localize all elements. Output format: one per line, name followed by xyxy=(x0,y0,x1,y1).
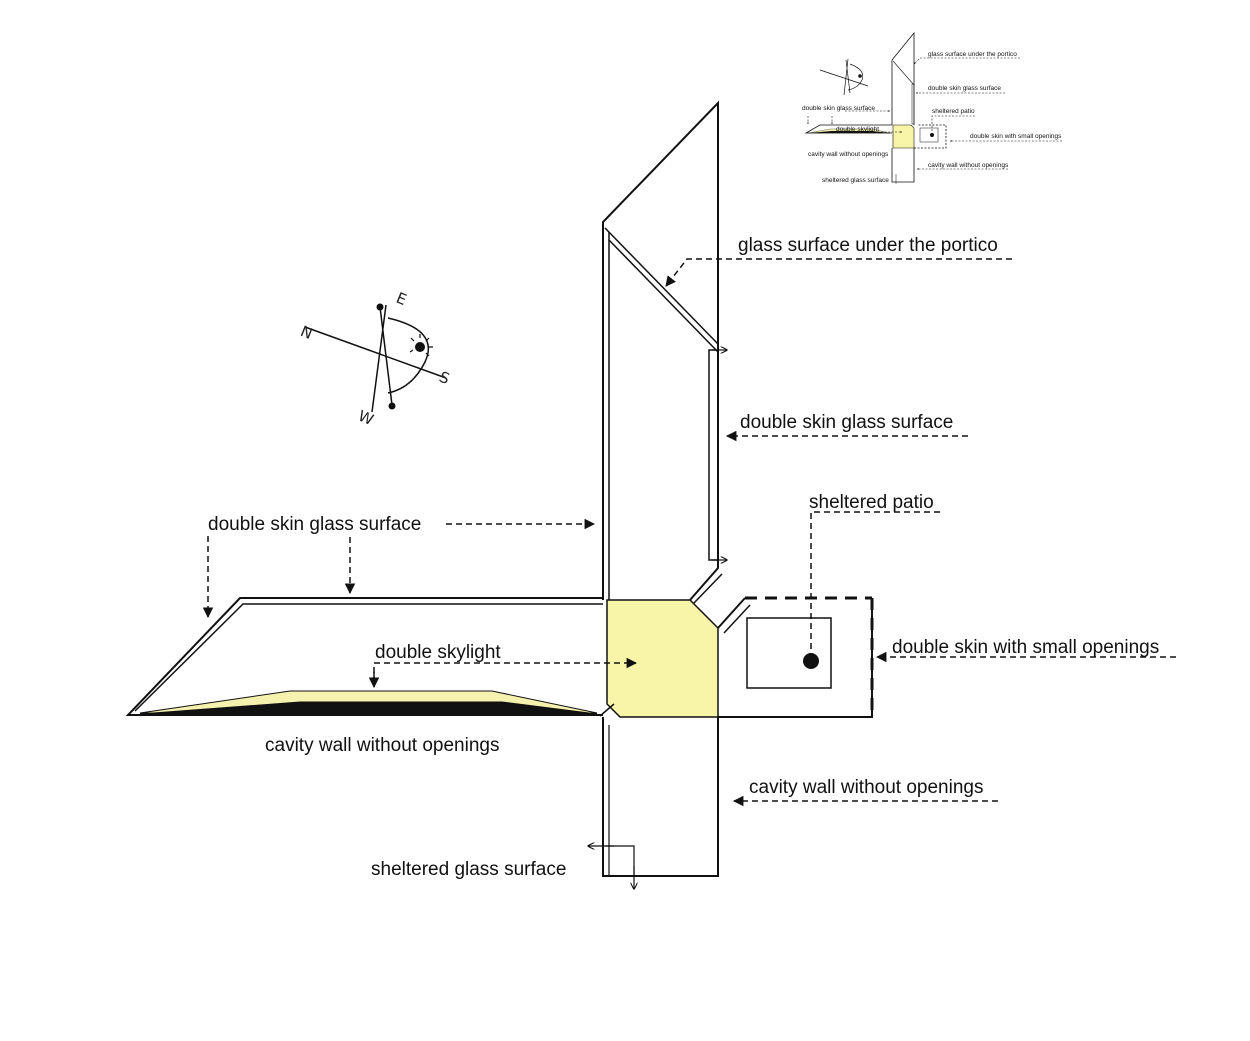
thumb-label-cavity-wall-right: cavity wall without openings xyxy=(928,162,1009,169)
compass-south: S xyxy=(437,368,453,388)
label-double-skin-left: double skin glass surface xyxy=(208,514,421,535)
label-glass-portico: glass surface under the portico xyxy=(738,235,998,256)
label-double-skin-right: double skin glass surface xyxy=(740,412,953,433)
east-wing-dashed xyxy=(745,596,874,717)
north-wing-corner-skin xyxy=(693,573,723,604)
label-double-skylight: double skylight xyxy=(375,642,501,663)
leader-double-skylight xyxy=(373,657,638,683)
west-wing-inner-skin xyxy=(134,603,603,712)
thumb-label-small-openings: double skin with small openings xyxy=(970,133,1062,140)
label-cavity-wall-right: cavity wall without openings xyxy=(749,777,983,798)
label-cavity-wall-left: cavity wall without openings xyxy=(265,735,499,756)
thumb-label-sheltered-patio: sheltered patio xyxy=(932,108,975,115)
sun-icon xyxy=(415,342,425,352)
east-wing-solid xyxy=(717,597,873,718)
portico-glass xyxy=(604,227,719,353)
south-wing xyxy=(602,717,719,877)
thumb-label-double-skin-right: double skin glass surface xyxy=(928,85,1001,92)
label-sheltered-patio: sheltered patio xyxy=(809,492,934,513)
central-hub xyxy=(606,599,719,718)
leader-glass-portico xyxy=(665,258,1012,287)
compass-west: W xyxy=(356,407,377,429)
compass-rose: N E S W xyxy=(298,289,452,429)
thumb-label-double-skin-left: double skin glass surface xyxy=(802,105,875,112)
thumb-label-sheltered-glass: sheltered glass surface xyxy=(822,177,889,184)
thumb-label-double-skylight: double skylight xyxy=(836,126,879,133)
cavity-wall-west xyxy=(139,701,598,715)
east-corner-skin xyxy=(723,604,751,634)
thumb-label-cavity-wall-left: cavity wall without openings xyxy=(808,151,889,158)
thumbnail-diagram: glass surface under the portico double s… xyxy=(802,31,1062,184)
compass-east: E xyxy=(394,289,410,309)
label-sheltered-glass: sheltered glass surface xyxy=(371,859,566,880)
double-skin-glass-east xyxy=(708,349,719,561)
patio-dot xyxy=(803,653,819,669)
thumb-label-glass-portico: glass surface under the portico xyxy=(928,51,1017,58)
sheltered-patio-box xyxy=(746,617,832,689)
leader-sheltered-patio xyxy=(810,511,940,655)
label-small-openings: double skin with small openings xyxy=(892,637,1159,658)
west-wing-outer xyxy=(125,597,603,716)
main-plan: glass surface under the portico double s… xyxy=(125,100,1176,889)
west-corner-skin xyxy=(599,703,615,717)
north-wing xyxy=(602,100,719,601)
compass-north: N xyxy=(298,322,315,343)
